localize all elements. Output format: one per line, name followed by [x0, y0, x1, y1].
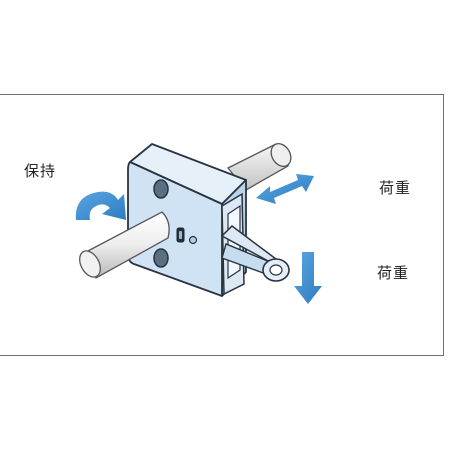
label-load-horizontal: 荷重: [379, 179, 412, 197]
side-bracket: [220, 192, 290, 296]
label-holding: 保持: [24, 162, 57, 180]
label-load-vertical: 荷重: [377, 264, 410, 282]
double-headed-arrow-icon: [256, 174, 314, 204]
curved-rotation-arrow-icon: [75, 191, 126, 220]
front-shaft: [79, 211, 170, 279]
down-arrow-icon: [294, 252, 322, 304]
